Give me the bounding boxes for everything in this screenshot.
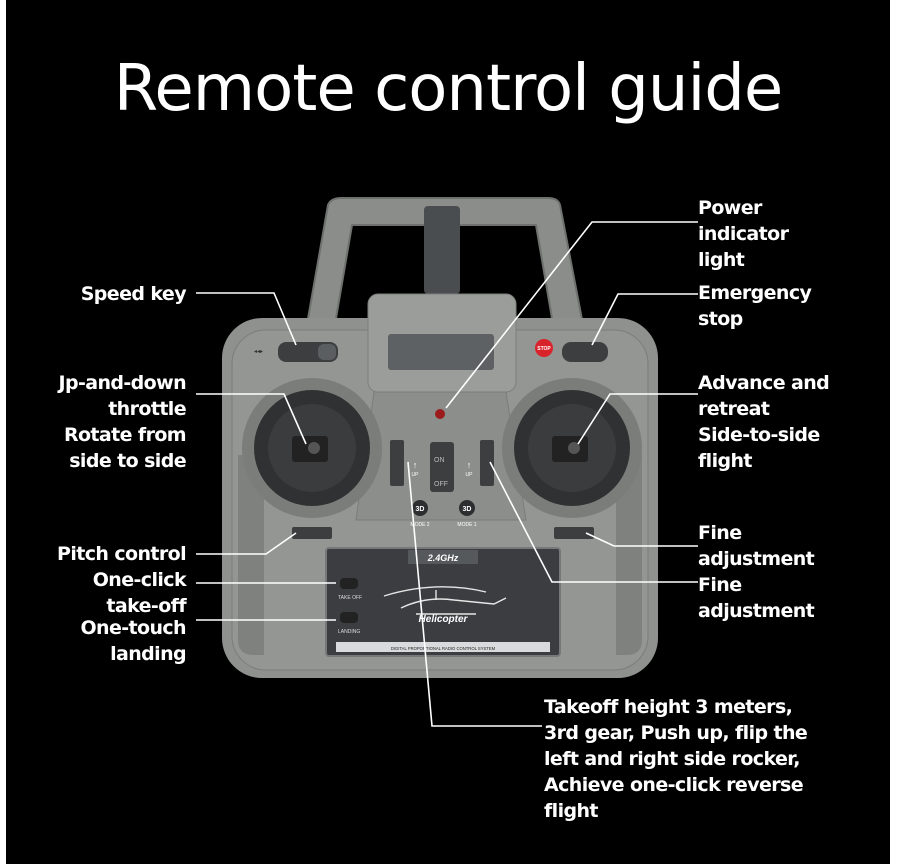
- power-indicator-light: [435, 409, 445, 419]
- up-label-left: UP: [412, 472, 420, 478]
- speed-gear-switch: [430, 442, 454, 492]
- emergency-stop-button: [562, 342, 608, 362]
- emergency-stop-label: Emergency stop: [698, 282, 812, 330]
- svg-text:3D: 3D: [463, 506, 472, 513]
- mode1-3d-icon: [459, 500, 475, 516]
- mode2-3d-icon: [412, 500, 428, 516]
- leader-lines: [196, 221, 698, 727]
- off-label: OFF: [434, 481, 448, 488]
- page-title: Remote control guide: [113, 52, 783, 126]
- fine-adjustment-label-1: Fine adjustment: [698, 522, 815, 570]
- mode1-label: MODE 1: [457, 522, 476, 528]
- model-name: Helicopter: [419, 614, 469, 625]
- takeoff-label: One-click take-off: [92, 569, 187, 617]
- up-label-right: UP: [466, 472, 474, 478]
- landing-label: One-touch landing: [80, 617, 186, 665]
- guide-poster: Remote control guide ON OFF ↑ UP ↑ UP 3D…: [6, 0, 890, 864]
- mode-switch-right: [480, 440, 494, 486]
- fine-trim-switch: [554, 527, 594, 539]
- svg-text:↑: ↑: [413, 460, 418, 470]
- svg-text:◂◂▸: ◂◂▸: [254, 349, 263, 355]
- helicopter-icon: [383, 586, 507, 615]
- fine-adjustment-label-2: Fine adjustment: [698, 574, 815, 622]
- band-label: 2.4GHz: [427, 553, 459, 563]
- display-window: [388, 334, 494, 370]
- pitch-trim-switch: [292, 527, 332, 539]
- takeoff-btn-label: TAKE OFF: [338, 595, 362, 601]
- takeoff-button: [340, 578, 358, 589]
- landing-btn-label: LANDING: [338, 629, 360, 635]
- stop-label: STOP: [537, 346, 551, 352]
- front-panel: [325, 547, 561, 657]
- antenna: [424, 206, 460, 294]
- on-label: ON: [434, 457, 445, 464]
- power-indicator-label: Power indicator light: [698, 197, 789, 271]
- svg-text:↑: ↑: [467, 460, 472, 470]
- advance-retreat-label: Advance and retreat Side-to-side flight: [698, 372, 830, 472]
- mode2-label: MODE 2: [410, 522, 429, 528]
- stop-icon: [535, 339, 553, 357]
- remote-illustration: ON OFF ↑ UP ↑ UP 3D MODE 2 3D MODE 1 ◂◂▸…: [196, 197, 698, 727]
- svg-text:3D: 3D: [416, 506, 425, 513]
- takeoff-note: Takeoff height 3 meters, 3rd gear, Push …: [544, 696, 808, 822]
- pitch-control-label: Pitch control: [57, 543, 187, 565]
- throttle-label: Jp-and-down throttle Rotate from side to…: [58, 372, 186, 472]
- speed-key-label: Speed key: [80, 283, 187, 305]
- mode-switch-left: [390, 440, 404, 486]
- landing-button: [340, 612, 358, 623]
- system-label: DIGITAL PROPORTIONAL RADIO CONTROL SYSTE…: [391, 646, 496, 651]
